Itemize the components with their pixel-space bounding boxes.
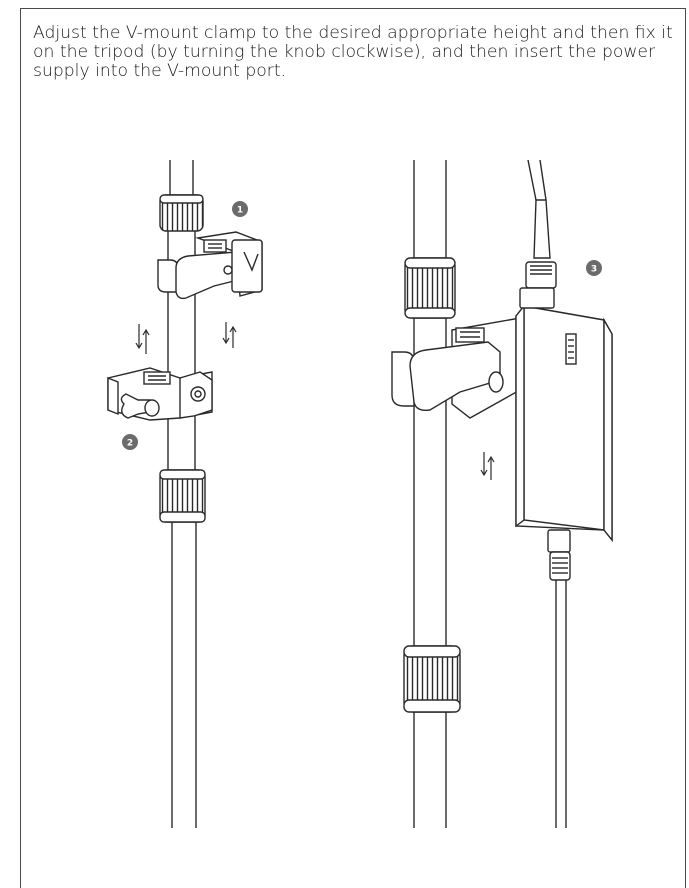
right-upper-collar xyxy=(404,257,456,319)
step-badge-1: 1 xyxy=(232,201,248,217)
left-adjust-arrows-a xyxy=(135,324,150,354)
v-mount-clamp-upper xyxy=(157,231,263,300)
step-badge-3: 3 xyxy=(586,260,602,276)
step-badge-1-label: 1 xyxy=(237,206,243,216)
power-cable-top xyxy=(519,159,557,309)
step-badge-3-label: 3 xyxy=(591,265,597,275)
v-mount-clamp-lower xyxy=(107,367,213,421)
left-lower-collar xyxy=(159,469,206,523)
step-badge-2: 2 xyxy=(122,434,138,450)
left-adjust-arrows-b xyxy=(222,322,237,348)
right-lower-collar xyxy=(403,645,461,713)
instruction-text: Adjust the V-mount clamp to the desired … xyxy=(33,23,673,81)
power-cable-bottom xyxy=(547,529,571,828)
left-upper-collar xyxy=(159,194,204,232)
step-badge-2-label: 2 xyxy=(127,439,133,449)
right-adjust-arrows xyxy=(480,452,495,480)
page-frame xyxy=(20,8,686,888)
power-supply xyxy=(515,304,613,542)
v-mount-clamp-mounted xyxy=(391,317,521,419)
